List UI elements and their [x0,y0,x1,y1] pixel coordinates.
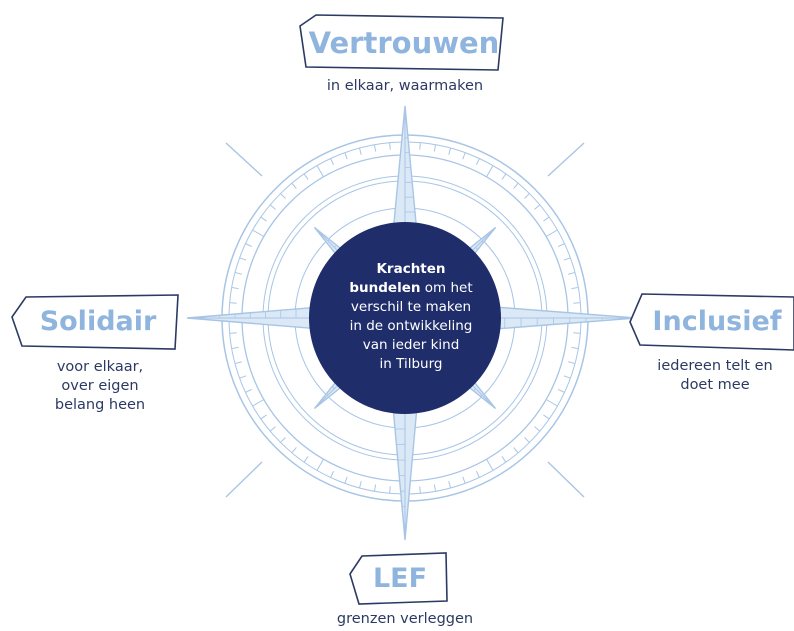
ring-tick [330,158,335,166]
ring-tick [568,361,576,365]
ring-tick [280,437,286,443]
ring-tick [231,346,239,350]
subtitle-line: belang heen [54,397,146,413]
ring-tick [234,271,242,275]
ring-tick [229,332,237,334]
ring-tick [513,182,519,189]
subtitle-line: iedereen telt en [657,358,773,374]
ring-tick [545,229,558,237]
ring-tick [252,229,265,237]
center-line: in de ontwikkeling [349,318,473,334]
ring-tick [358,481,362,489]
value-subtitle-inclusief: iedereen telt en doet mee [636,357,794,395]
ring-tick [389,486,391,494]
ring-tick [260,216,267,222]
ring-tick [573,332,581,334]
ring-tick [448,147,452,155]
ring-tick [462,476,466,484]
ring-tick [545,399,558,407]
center-line: in Tilburg [379,356,443,372]
ring-tick [557,388,565,393]
value-subtitle-lef: grenzen verleggen [300,610,510,629]
ring-tick [239,375,247,379]
ring-tick [291,447,297,454]
ring-tick [234,361,242,365]
ring-tick [373,484,377,492]
label-box-left [11,294,179,350]
center-statement: Krachten bundelen om het verschil te mak… [318,260,504,374]
ring-tick [231,286,239,290]
ring-tick [260,414,267,420]
ring-tick [448,481,452,489]
ring-tick [462,152,466,160]
label-box-top [299,14,504,71]
value-title-lef: LEF [372,563,428,594]
ring-tick [475,158,480,166]
ring-tick [389,142,391,150]
ring-tick [344,476,348,484]
subtitle-line: over eigen [61,378,139,394]
subtitle-line: doet mee [680,377,750,393]
value-subtitle-vertrouwen: in elkaar, waarmaken [280,77,530,96]
ring-tick [486,458,494,471]
ring-tick [571,346,579,350]
label-box-right [629,293,794,351]
ring-tick [358,147,362,155]
ring-tick [563,257,571,261]
ring-tick [557,243,565,248]
ring-tick [563,375,571,379]
center-line: verschil te maken [350,299,472,315]
ring-tick [373,144,377,152]
ring-tick [433,144,437,152]
ring-tick [475,470,480,478]
ring-tick [252,399,265,407]
value-title-inclusief: Inclusief [652,306,782,337]
ring-tick [433,484,437,492]
value-title-solidair: Solidair [39,306,157,337]
ring-tick [316,165,324,178]
center-disc [309,222,501,414]
ring-tick [419,486,421,494]
center-line: van ieder kind [362,337,460,353]
ring-tick [344,152,348,160]
value-subtitle-solidair: voor elkaar, over eigen belang heen [20,358,180,415]
subtitle-line: in elkaar, waarmaken [326,78,484,94]
ring-tick [543,216,550,222]
ring-tick [330,470,335,478]
ring-tick [524,437,530,443]
ring-tick [543,414,550,420]
ring-tick [239,257,247,261]
center-line: bundelen om het [349,280,473,296]
ring-tick [245,243,253,248]
ring-tick [501,173,507,180]
ring-tick [534,426,541,432]
diagonal-rays [225,142,585,498]
ring-tick [501,456,507,463]
ring-tick [229,302,237,304]
value-title-vertrouwen: Vertrouwen [308,26,500,60]
ring-tick [269,426,276,432]
ring-tick [534,204,541,210]
ring-tick [568,271,576,275]
ring-tick [269,204,276,210]
ring-tick [573,302,581,304]
subtitle-line: grenzen verleggen [336,611,474,627]
ring-tick [291,182,297,189]
ring-tick [280,193,286,199]
ring-tick [571,286,579,290]
ring-tick [419,142,421,150]
ring-tick [316,458,324,471]
subtitle-line: voor elkaar, [56,359,144,375]
ring-tick [513,447,519,454]
center-line: Krachten [376,261,446,277]
ring-tick [303,173,309,180]
ring-tick [524,193,530,199]
ring-tick [245,388,253,393]
ring-tick [303,456,309,463]
label-box-bottom [349,552,448,605]
ring-tick [486,165,494,178]
